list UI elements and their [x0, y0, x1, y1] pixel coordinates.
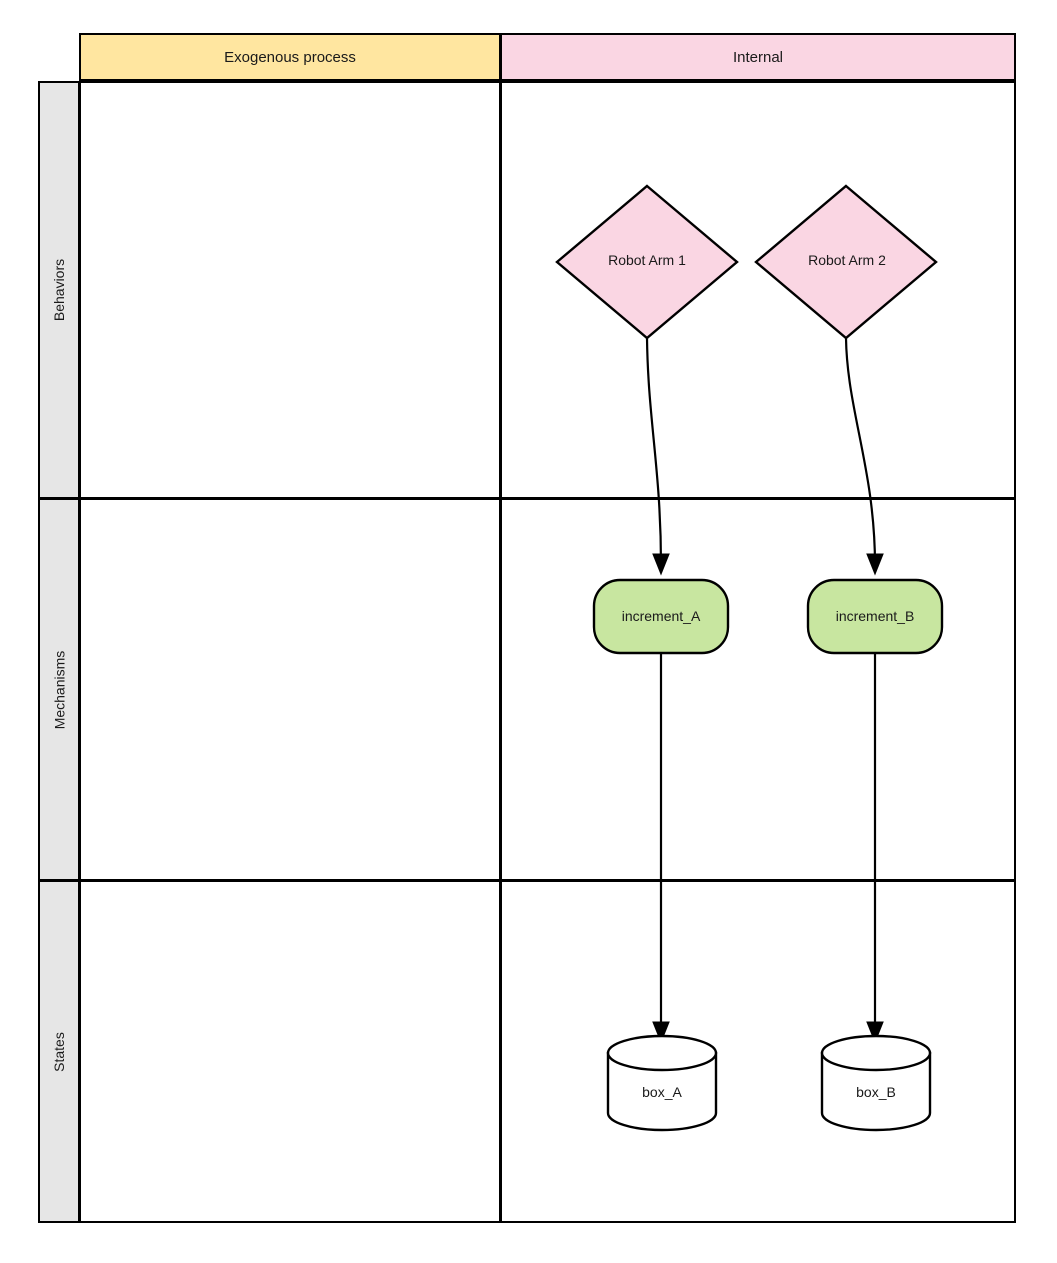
column-header-internal[interactable]: Internal: [500, 33, 1016, 81]
row-label-states-text: States: [51, 1031, 68, 1072]
column-header-internal-label: Internal: [732, 48, 784, 66]
column-header-exogenous-process-label: Exogenous process: [224, 48, 356, 66]
row-label-states[interactable]: States: [38, 880, 80, 1223]
row-label-behaviors[interactable]: Behaviors: [38, 81, 80, 499]
node-increment-b[interactable]: [806, 578, 944, 655]
cell-mechanisms-exogenous[interactable]: [79, 498, 501, 881]
column-header-exogenous-process[interactable]: Exogenous process: [79, 33, 501, 81]
cell-behaviors-exogenous[interactable]: [79, 81, 501, 499]
row-label-mechanisms[interactable]: Mechanisms: [38, 498, 80, 881]
node-box-b[interactable]: [820, 1034, 932, 1132]
cell-mechanisms-internal[interactable]: [500, 498, 1016, 881]
row-label-behaviors-text: Behaviors: [51, 258, 68, 322]
node-robot-arm-2[interactable]: [754, 184, 938, 340]
row-label-mechanisms-text: Mechanisms: [51, 650, 67, 729]
edge-robot-arm-1-to-increment-a[interactable]: [645, 337, 670, 576]
cell-states-exogenous[interactable]: [79, 880, 501, 1223]
cell-behaviors-internal[interactable]: [500, 81, 1016, 499]
node-robot-arm-1[interactable]: [555, 184, 739, 340]
node-increment-a[interactable]: [592, 578, 730, 655]
cell-states-internal[interactable]: [500, 880, 1016, 1223]
edge-robot-arm-2-to-increment-b[interactable]: [844, 337, 884, 576]
node-box-a[interactable]: [606, 1034, 718, 1132]
